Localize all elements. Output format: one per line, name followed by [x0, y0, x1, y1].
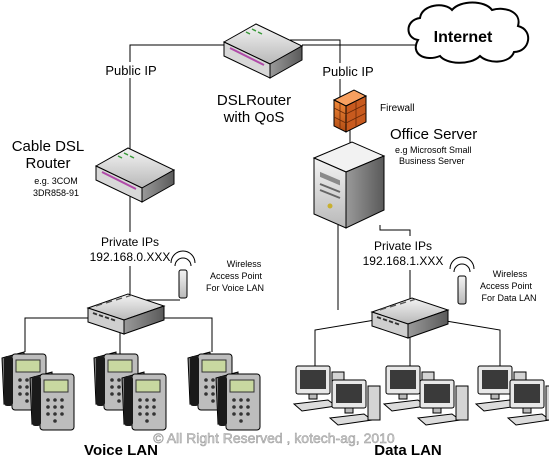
computer-icon: [329, 379, 381, 426]
cable-dsl-router: Cable DSL Router e.g. 3COM 3DR858-91: [12, 138, 175, 203]
access-point-icon: [449, 256, 475, 305]
switch-icon: [371, 297, 449, 339]
office-server-label: Office Server: [390, 126, 477, 143]
copyright-watermark: © All Right Reserved , kotech-ag, 2010: [153, 430, 395, 446]
ip-phone-icon: [121, 371, 167, 431]
cable-dsl-label-line2: Router: [25, 155, 70, 172]
internet-cloud: Internet: [407, 1, 529, 64]
private-ips-left-subnet: 192.168.0.XXX: [90, 250, 171, 264]
internet-label: Internet: [434, 29, 493, 46]
wap-voice: Wireless Access Point For Voice LAN: [170, 250, 264, 299]
wap-voice-line1: Wireless: [227, 259, 262, 269]
wap-data: Wireless Access Point For Data LAN: [449, 256, 537, 305]
cable-dsl-sub2: 3DR858-91: [33, 188, 79, 198]
office-server-sub2: Business Server: [399, 156, 465, 166]
ip-phone-icon: [215, 371, 261, 431]
ip-phone-icon: [29, 371, 75, 431]
office-server-sub1: e.g Microsoft Small: [395, 145, 472, 155]
public-ip-left-label: Public IP: [105, 63, 156, 78]
firewall-label: Firewall: [380, 103, 414, 114]
router-icon: [95, 147, 175, 203]
public-ip-right-label: Public IP: [322, 64, 373, 79]
wap-voice-line3: For Voice LAN: [206, 283, 264, 293]
server-icon: [312, 141, 386, 229]
firewall: Firewall: [332, 89, 414, 133]
private-ips-right-subnet: 192.168.1.XXX: [363, 254, 444, 268]
dslrouter-label-line1: DSLRouter: [217, 92, 291, 109]
private-ips-left-label: Private IPs: [101, 235, 159, 249]
private-ips-right-label: Private IPs: [374, 239, 432, 253]
cloud-icon: [407, 1, 529, 64]
wap-voice-line2: Access Point: [210, 271, 263, 281]
cable-dsl-label-line1: Cable DSL: [12, 138, 85, 155]
voice-lan-label: Voice LAN: [84, 442, 158, 459]
firewall-icon: [332, 89, 368, 133]
data-lan-label: Data LAN: [374, 442, 442, 459]
router-icon: [223, 23, 303, 79]
voice-lan-phones: [1, 351, 261, 431]
wap-data-line3: For Data LAN: [481, 293, 536, 303]
computer-icon: [507, 379, 549, 426]
office-server: Office Server e.g Microsoft Small Busine…: [312, 126, 477, 229]
dsl-router-qos: DSLRouter with QoS: [217, 23, 303, 126]
data-lan-computers: [293, 365, 549, 426]
wap-data-line2: Access Point: [480, 281, 533, 291]
computer-icon: [417, 379, 469, 426]
dslrouter-label-line2: with QoS: [223, 109, 285, 126]
cable-dsl-sub1: e.g. 3COM: [34, 176, 78, 186]
wap-data-line1: Wireless: [493, 269, 528, 279]
